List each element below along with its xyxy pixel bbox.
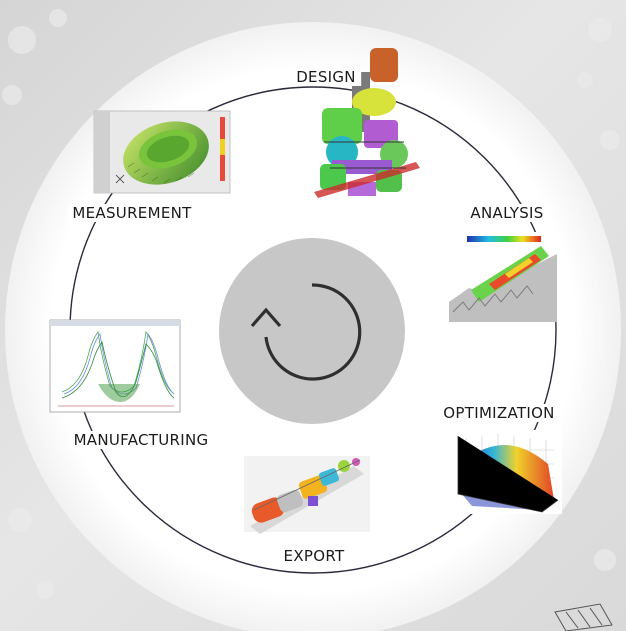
stage-label-measurement: MEASUREMENT [67,204,197,222]
center-cycle-button[interactable] [219,238,405,424]
stage-label-manufacturing: MANUFACTURING [68,431,214,449]
design-thumbnail [314,48,420,198]
manufacturing-thumbnail [49,319,181,413]
corner-sketch-icon [554,603,613,631]
stage-label-analysis: ANALYSIS [465,204,549,222]
optimization-thumbnail [452,430,562,514]
cycle-arrow-icon [250,283,362,381]
export-thumbnail [244,456,370,534]
analysis-thumbnail [449,232,557,322]
stage-label-design: DESIGN [291,68,361,86]
stage-label-optimization: OPTIMIZATION [438,404,560,422]
stage-label-export: EXPORT [278,547,350,565]
measurement-thumbnail [93,110,231,194]
